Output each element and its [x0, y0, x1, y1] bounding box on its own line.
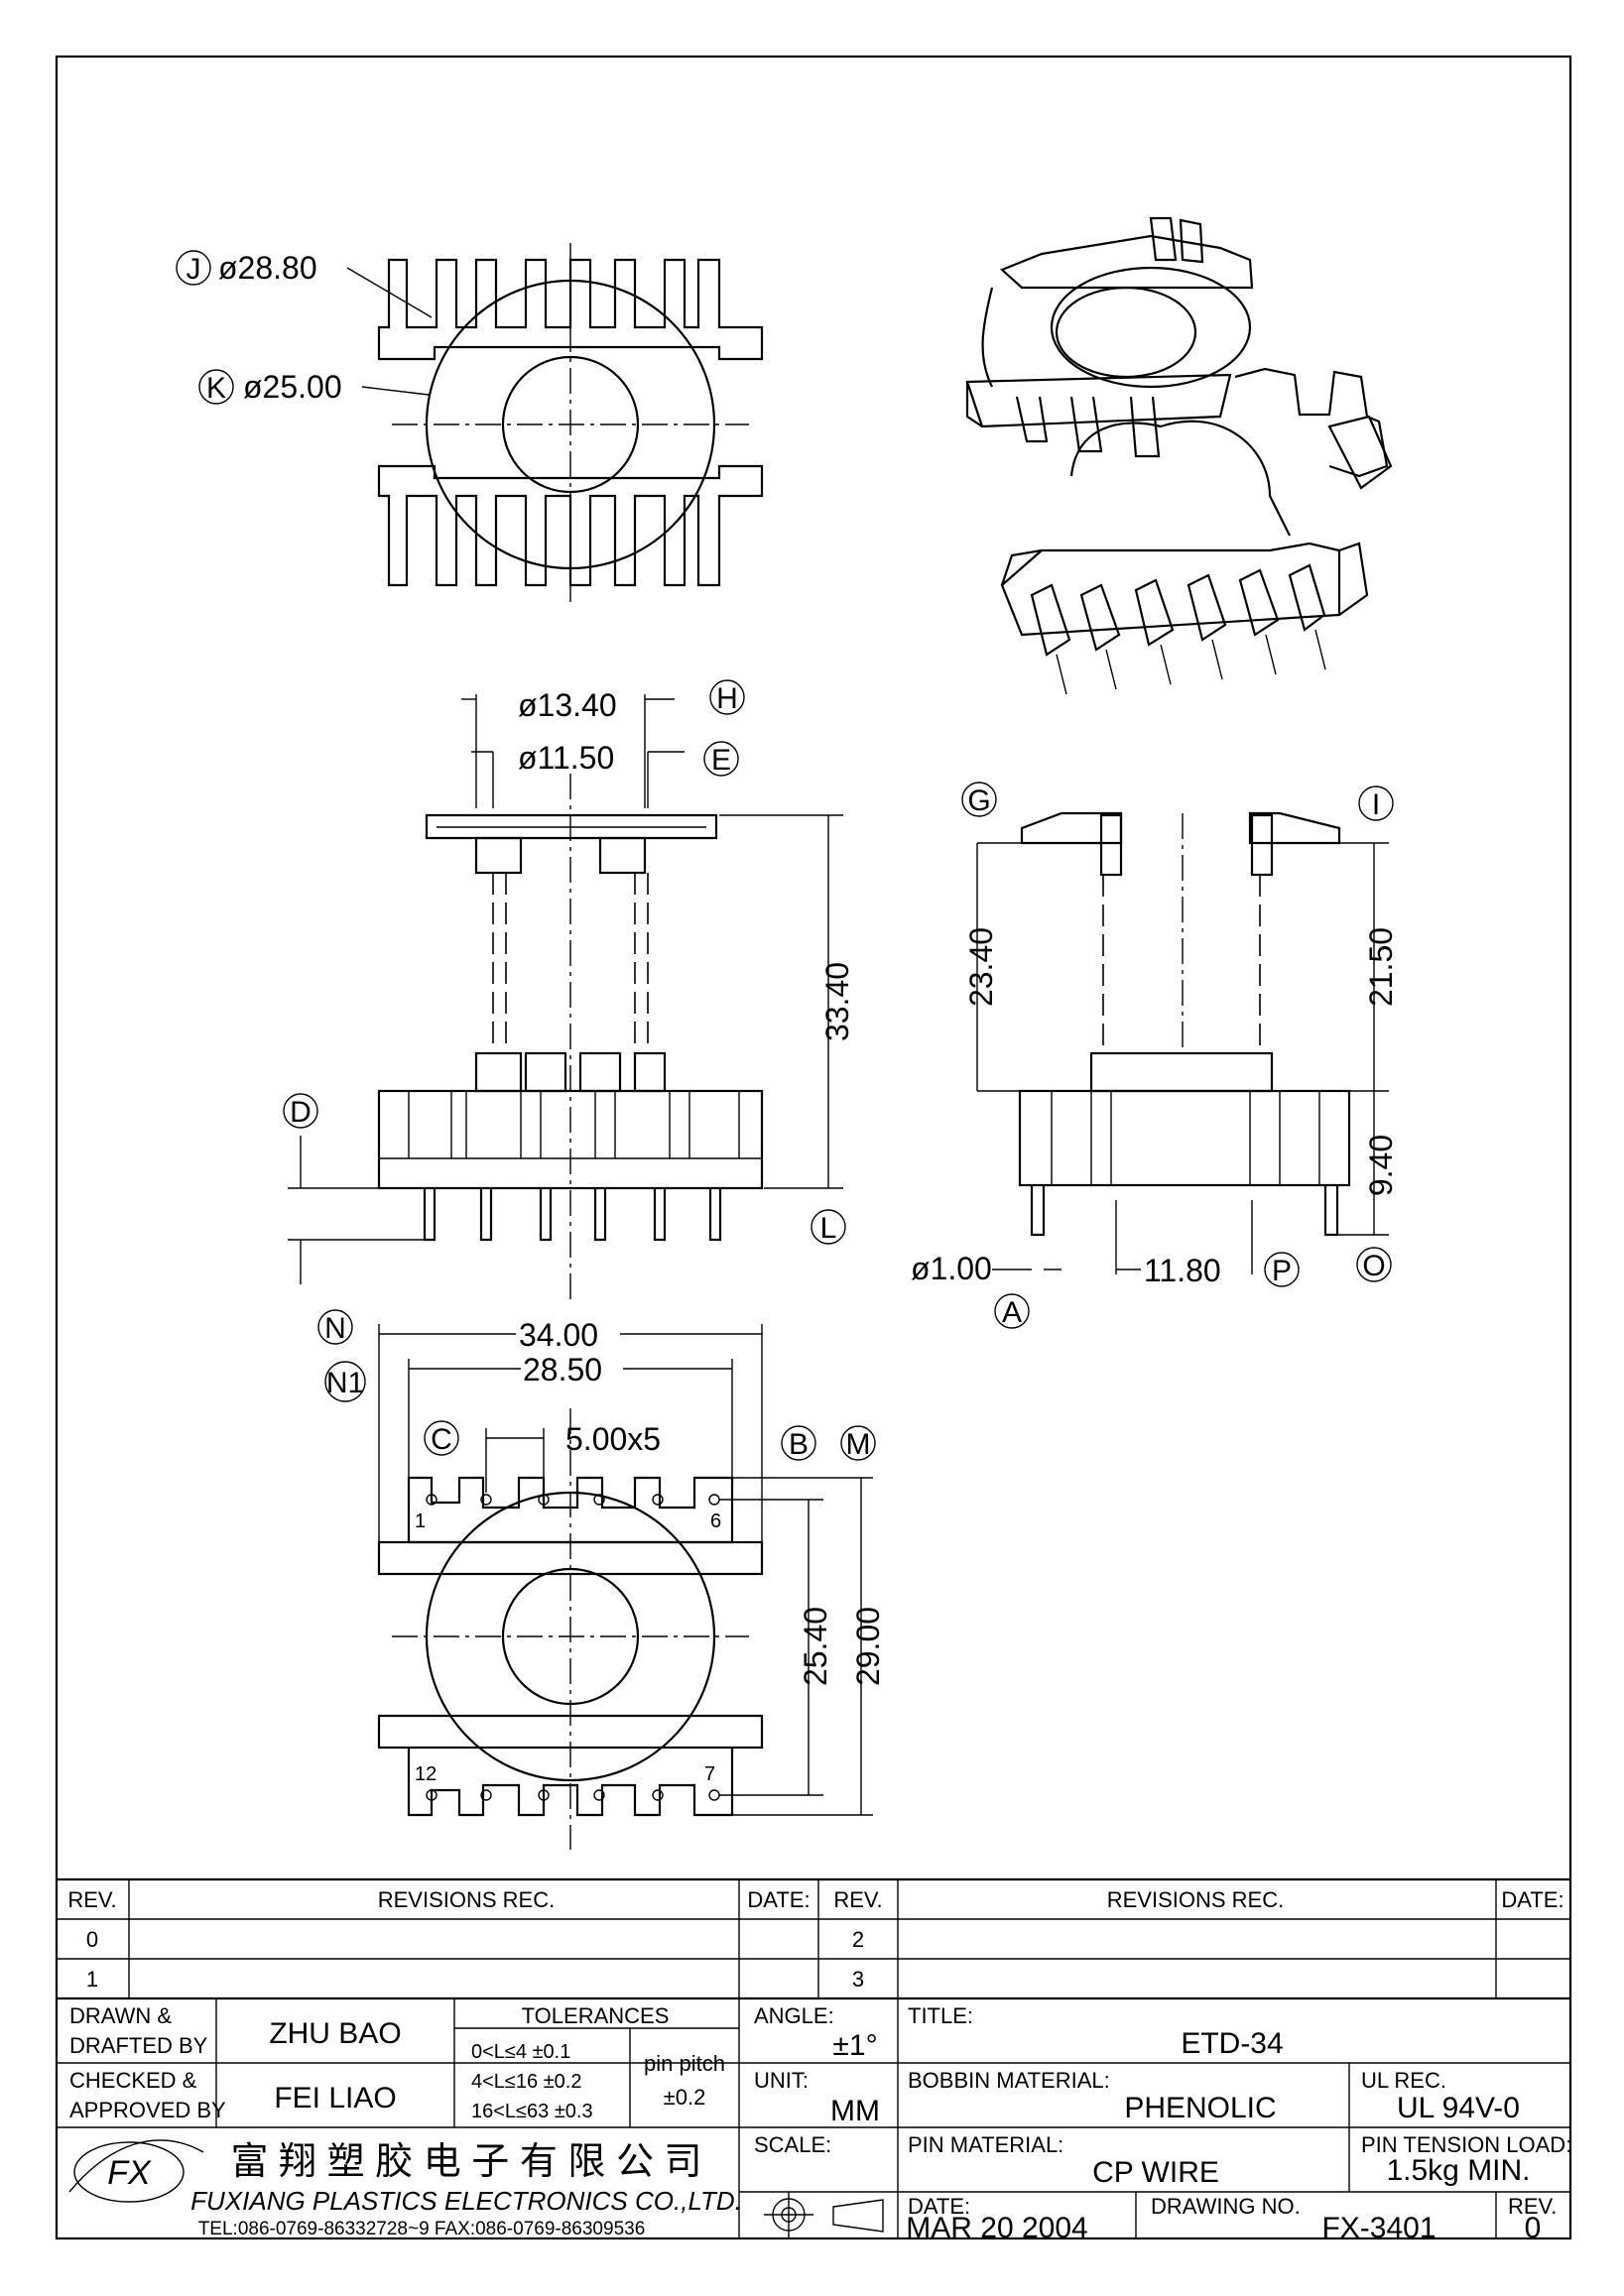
bobbin-value: PHENOLIC	[1124, 2092, 1276, 2124]
unit-label: UNIT:	[754, 2068, 809, 2093]
rev-header-right: REV.	[833, 1887, 882, 1912]
isometric-view	[965, 216, 1393, 695]
B-label: B	[789, 1428, 809, 1461]
tol-row-3: 16<L≤63 ±0.3	[471, 2101, 593, 2122]
lower-value: 9.40	[1363, 1135, 1399, 1196]
rev-row-1: 1	[86, 1967, 98, 1992]
company-logo: FX	[68, 2139, 204, 2203]
date-header-right: DATE:	[1501, 1887, 1563, 1912]
revisions-header-left: REVISIONS REC.	[378, 1887, 555, 1912]
bottom-view: 1 6 12 7 34.00 28.50 N N1 C 5.00x5 B	[317, 1309, 886, 1850]
tension-label: PIN TENSION LOAD:	[1361, 2132, 1571, 2157]
ul-value: UL 94V-0	[1397, 2092, 1520, 2124]
title-value: ETD-34	[1181, 2027, 1283, 2060]
pin-6-label: 6	[710, 1511, 721, 1532]
tolerances-label: TOLERANCES	[522, 2003, 670, 2028]
drawn-by: ZHU BAO	[269, 2017, 401, 2050]
J-label: J	[187, 253, 201, 286]
rev-row-0: 0	[86, 1927, 98, 1952]
pin-span-28: 28.50	[523, 1352, 602, 1388]
O-label: O	[1362, 1250, 1385, 1282]
rev-row-2: 2	[852, 1927, 864, 1952]
E-value: ø11.50	[518, 740, 614, 776]
angle-label: ANGLE:	[754, 2003, 834, 2028]
K-value: ø25.00	[243, 369, 342, 405]
E-label: E	[711, 744, 731, 777]
date-header-left: DATE:	[747, 1887, 810, 1912]
C-label: C	[431, 1423, 452, 1456]
pin-pitch-value: ±0.2	[664, 2085, 706, 2110]
pin-dia-value: ø1.00	[911, 1251, 992, 1286]
pitch-value: 5.00x5	[565, 1421, 661, 1457]
M-label: M	[846, 1428, 871, 1461]
pin-material-value: CP WIRE	[1092, 2156, 1219, 2189]
projection-symbol-icon	[764, 2192, 884, 2238]
pin-1-label: 1	[415, 1511, 426, 1532]
drafted-label: DRAFTED BY	[69, 2033, 208, 2058]
sheet-border	[55, 55, 1572, 2240]
L-label: L	[820, 1212, 837, 1245]
H-value: ø13.40	[518, 687, 617, 723]
drawing-no-value: FX-3401	[1321, 2212, 1436, 2244]
J-value: ø28.80	[218, 250, 317, 286]
P-label: P	[1272, 1255, 1292, 1287]
pin-12-label: 12	[415, 1763, 437, 1785]
H-label: H	[716, 682, 738, 715]
tol-row-2: 4<L≤16 ±0.2	[471, 2071, 581, 2093]
width-value: 34.00	[519, 1317, 598, 1353]
checked-label: CHECKED &	[69, 2068, 197, 2093]
date-value: MAR 20 2004	[906, 2212, 1087, 2244]
D-label: D	[290, 1096, 312, 1129]
rev-row-3: 3	[852, 1967, 864, 1992]
top-view: J ø28.80 K ø25.00	[176, 243, 764, 605]
tension-value: 1.5kg MIN.	[1386, 2154, 1530, 2187]
drawn-label: DRAWN &	[69, 2003, 172, 2028]
ul-label: UL REC.	[1361, 2068, 1446, 2093]
G-value: 23.40	[963, 927, 999, 1007]
pin-7-label: 7	[704, 1763, 715, 1785]
front-view: ø13.40 H ø11.50 E 33.40 L D	[283, 679, 855, 1299]
K-label: K	[206, 372, 226, 405]
G-label: G	[967, 785, 990, 817]
pin-material-label: PIN MATERIAL:	[908, 2132, 1063, 2157]
angle-value: ±1°	[832, 2029, 877, 2062]
A-label: A	[1002, 1296, 1022, 1329]
svg-text:FX: FX	[107, 2154, 152, 2192]
inner-value: 25.40	[798, 1607, 833, 1686]
rev-label: REV.	[1508, 2194, 1557, 2219]
bobbin-label: BOBBIN MATERIAL:	[908, 2068, 1110, 2093]
title-block: REV. REVISIONS REC. DATE: REV. REVISIONS…	[57, 1877, 1571, 2244]
unit-value: MM	[830, 2095, 880, 2127]
approved-label: APPROVED BY	[69, 2098, 226, 2122]
side-view: 23.40 G 21.50 I 9.40 O ø1.00 A 11.80 P	[911, 782, 1399, 1329]
title-label: TITLE:	[908, 2003, 973, 2028]
rev-header-left: REV.	[67, 1887, 116, 1912]
company-name-cn: 富 翔 塑 胶 电 子 有 限 公 司	[230, 2141, 701, 2183]
tol-row-1: 0<L≤4 ±0.1	[471, 2041, 570, 2063]
N-label: N	[324, 1312, 346, 1345]
revisions-header-right: REVISIONS REC.	[1107, 1887, 1284, 1912]
scale-label: SCALE:	[754, 2132, 831, 2157]
date-label: DATE:	[908, 2194, 970, 2219]
I-value: 21.50	[1363, 927, 1399, 1007]
checked-by: FEI LIAO	[274, 2082, 396, 2115]
rev-value: 0	[1525, 2212, 1542, 2244]
drawing-no-label: DRAWING NO.	[1151, 2194, 1301, 2219]
I-label: I	[1372, 788, 1380, 821]
pin-pitch-label: pin pitch	[644, 2051, 725, 2076]
N1-label: N1	[326, 1367, 364, 1399]
company-name-en: FUXIANG PLASTICS ELECTRONICS CO.,LTD.	[190, 2186, 742, 2216]
height-value: 33.40	[819, 962, 855, 1041]
company-contact: TEL:086-0769-86332728~9 FAX:086-0769-863…	[198, 2219, 646, 2239]
outer-value: 29.00	[850, 1607, 886, 1686]
pin-span-value: 11.80	[1144, 1253, 1221, 1288]
